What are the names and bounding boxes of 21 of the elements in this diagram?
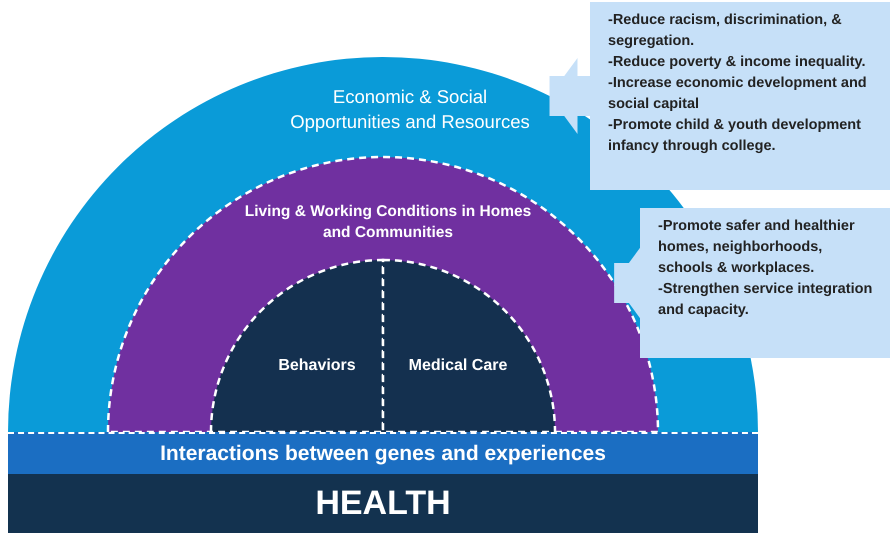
bullet-text: -Reduce poverty & income inequality. xyxy=(608,53,867,72)
region-label: Living & Working Conditions in Homes and Communities xyxy=(244,202,532,243)
block-arrow xyxy=(550,58,592,134)
block-arrow xyxy=(614,245,642,321)
bar-label: Interactions between genes and experiences xyxy=(160,442,606,466)
region-label: Behaviors xyxy=(277,356,357,376)
quarter-circle-segment xyxy=(211,260,383,432)
quarter-circle-segment xyxy=(383,260,555,432)
base-bar xyxy=(8,474,758,533)
callout-box xyxy=(640,208,890,358)
band-bar xyxy=(8,432,758,474)
bullet-text: -Promote safer and healthier homes, neighborhoods, schools & workplaces. xyxy=(658,217,856,278)
bullet-text: -Reduce racism, discrimination, & segregation. xyxy=(608,11,843,51)
bullet-text: -Strengthen service integration and capacity. xyxy=(658,280,874,320)
callout-box xyxy=(590,2,890,190)
bar-label: HEALTH xyxy=(315,484,451,523)
region-label: Economic & Social Opportunities and Resources xyxy=(289,85,531,134)
semicircle-band xyxy=(108,157,658,432)
bullet-text: -Increase economic development and social capital xyxy=(608,74,868,114)
region-label: Medical Care xyxy=(408,356,508,376)
bullet-text: -Promote child & youth development infancy through college. xyxy=(608,116,862,156)
